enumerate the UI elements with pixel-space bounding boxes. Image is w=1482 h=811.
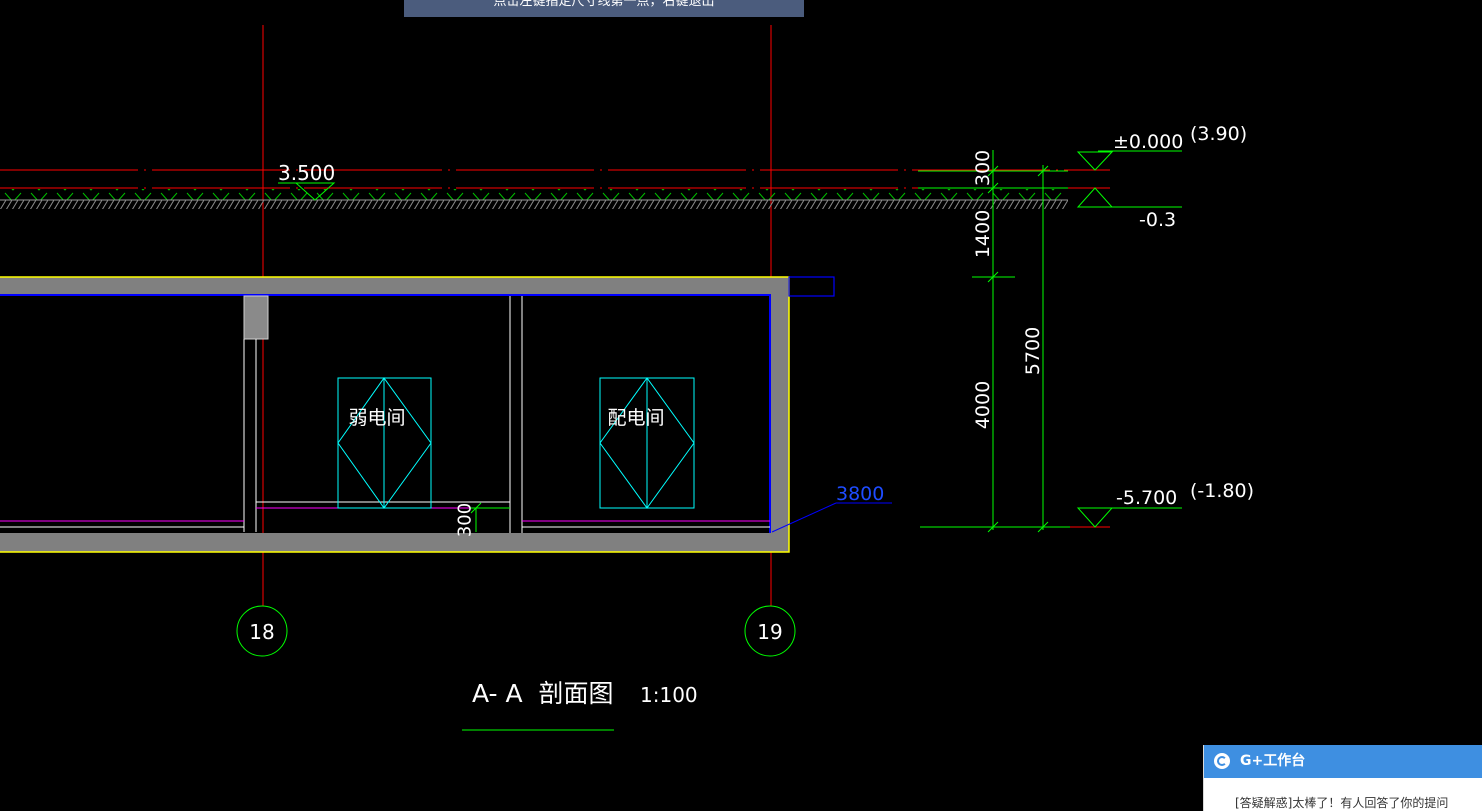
axis-bubble-label: 19 bbox=[757, 620, 782, 644]
dim-tick bbox=[1037, 521, 1049, 533]
axis-bubble-label: 18 bbox=[249, 620, 274, 644]
level-triangle bbox=[1076, 187, 1114, 208]
ground-level: 3.500 bbox=[0, 161, 1110, 209]
ground-elevation-label: 3.500 bbox=[278, 161, 335, 185]
drawing-title: A- A 剖面图 bbox=[472, 679, 614, 708]
structure-outline bbox=[0, 276, 790, 553]
dim-label-1400: 1400 bbox=[972, 210, 994, 258]
leader-dimension: 3800 bbox=[771, 483, 892, 533]
section-line-extension bbox=[788, 276, 835, 297]
dim-label-4000: 4000 bbox=[972, 381, 994, 429]
dim-tick bbox=[987, 521, 999, 533]
dim-label-5700: 5700 bbox=[1022, 327, 1044, 375]
section-structure bbox=[0, 276, 835, 553]
notification-app-name: G+工作台 bbox=[1240, 753, 1306, 769]
axis-bubble-circle bbox=[236, 605, 288, 657]
drawing-scale: 1:100 bbox=[640, 683, 698, 707]
g-logo-icon bbox=[1214, 753, 1230, 769]
level-relative: (-1.80) bbox=[1190, 480, 1254, 502]
command-prompt-text: 点击左键指定尺寸线第一点，右键退出 bbox=[493, 0, 715, 9]
level-triangle bbox=[1076, 507, 1114, 528]
dim-floor-step: 300 bbox=[455, 502, 510, 537]
ground-hatch bbox=[0, 200, 1068, 209]
axis-lines bbox=[262, 25, 772, 606]
level-triangle bbox=[1076, 151, 1114, 171]
column bbox=[243, 295, 269, 340]
level-marker-0: ±0.000 (3.90) bbox=[1076, 123, 1247, 171]
ground-ticks bbox=[0, 189, 1068, 200]
axis-bubble-18: 18 bbox=[236, 605, 288, 657]
level-marker-2: -5.700 (-1.80) bbox=[1076, 480, 1254, 528]
dim-floor-step-tick bbox=[470, 502, 482, 514]
command-prompt-banner: 点击左键指定尺寸线第一点，右键退出 bbox=[404, 0, 804, 17]
dim-tick bbox=[987, 271, 999, 283]
axis-bubble-19: 19 bbox=[744, 605, 796, 657]
base-slab bbox=[0, 533, 789, 552]
door-weak-current-room bbox=[337, 377, 432, 509]
room-label-power: 配电间 bbox=[607, 407, 664, 429]
roof-slab bbox=[0, 277, 789, 296]
leader-dimension-label: 3800 bbox=[836, 483, 884, 505]
level-value: ±0.000 bbox=[1113, 131, 1183, 153]
section-line-blue bbox=[0, 294, 771, 533]
room-label-weak-current: 弱电间 bbox=[348, 407, 405, 429]
dim-floor-step-label: 300 bbox=[455, 503, 476, 537]
dim-tick bbox=[1037, 165, 1049, 177]
level-value: -0.3 bbox=[1139, 209, 1176, 231]
ground-elevation-marker bbox=[294, 182, 336, 201]
notification-popup[interactable]: G+工作台 [答疑解惑]太棒了！有人回答了你的提问 bbox=[1203, 745, 1482, 811]
level-marker-1: -0.3 bbox=[1076, 187, 1182, 231]
notification-header[interactable]: G+工作台 bbox=[1204, 745, 1482, 778]
notification-message[interactable]: [答疑解惑]太棒了！有人回答了你的提问 bbox=[1235, 796, 1449, 810]
right-wall bbox=[771, 296, 789, 533]
dim-label-300: 300 bbox=[972, 150, 994, 186]
door-power-room bbox=[599, 377, 695, 509]
dim-tick bbox=[987, 165, 999, 177]
right-dimensions: 300 1400 4000 5700 bbox=[918, 150, 1110, 533]
leader-line bbox=[771, 502, 837, 533]
level-relative: (3.90) bbox=[1190, 123, 1247, 145]
level-value: -5.700 bbox=[1116, 487, 1177, 509]
axis-bubble-circle bbox=[744, 605, 796, 657]
dim-tick bbox=[987, 182, 999, 194]
